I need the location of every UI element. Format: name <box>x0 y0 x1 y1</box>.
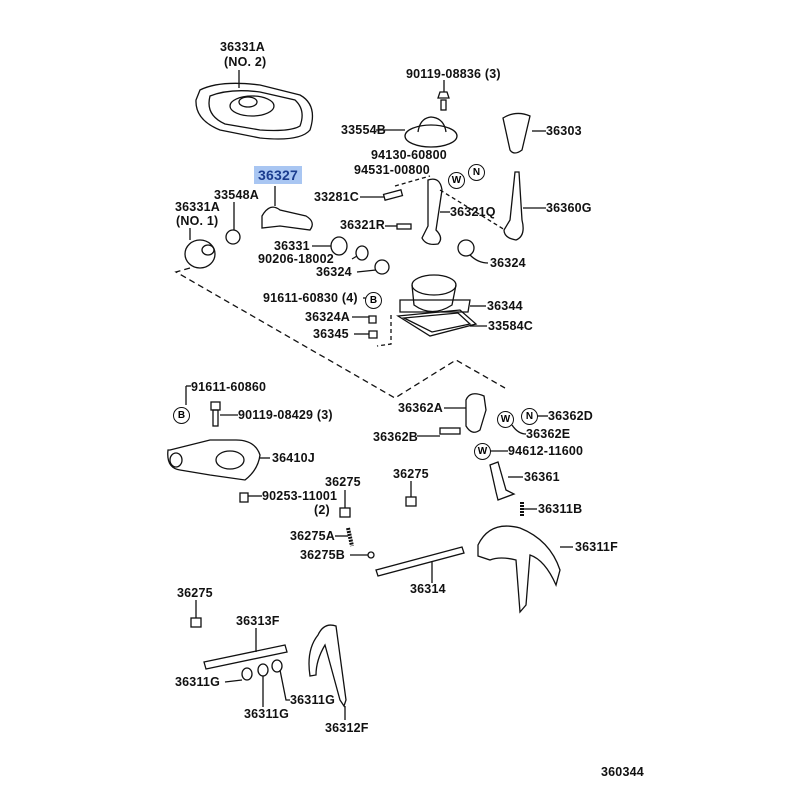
part-label[interactable]: 36313F <box>236 614 280 628</box>
part-label[interactable]: 36324 <box>490 256 526 270</box>
part-label[interactable]: 33281C <box>314 190 359 204</box>
diagram-id: 360344 <box>601 765 644 779</box>
symbol-w-icon: W <box>497 411 514 428</box>
part-label[interactable]: 36410J <box>272 451 315 465</box>
part-label[interactable]: 36362D <box>548 409 593 423</box>
shift-fork-shaft <box>375 546 465 577</box>
part-label[interactable]: 36324 <box>316 265 352 279</box>
part-label[interactable]: 36311G <box>175 675 220 689</box>
part-note: (2) <box>314 503 330 517</box>
part-label[interactable]: 36275 <box>393 467 429 481</box>
symbol-b-icon: B <box>365 292 382 309</box>
symbol-b-icon: B <box>173 407 190 424</box>
part-label[interactable]: 36275 <box>177 586 213 600</box>
part-label[interactable]: 36362B <box>373 430 418 444</box>
shift-head <box>465 393 487 433</box>
part-label[interactable]: 36345 <box>313 327 349 341</box>
shift-lever-retainer <box>167 439 261 481</box>
part-label[interactable]: 90253-11001 <box>262 489 338 503</box>
part-label[interactable]: 36331A <box>220 40 265 54</box>
shift-lever-shaft <box>261 206 313 231</box>
part-label[interactable]: 90119-08429 (3) <box>238 408 333 422</box>
part-label[interactable]: 94612-11600 <box>508 444 584 458</box>
part-label[interactable]: 33554B <box>341 123 386 137</box>
part-label[interactable]: 33548A <box>214 188 259 202</box>
shift-inner-lever <box>489 461 516 501</box>
symbol-w-icon: W <box>474 443 491 460</box>
part-label[interactable]: 36324A <box>305 310 350 324</box>
part-label[interactable]: 36344 <box>487 299 523 313</box>
part-label[interactable]: 33584C <box>488 319 533 333</box>
shift-lever <box>503 171 524 241</box>
shift-fork-1 <box>477 525 561 614</box>
part-label[interactable]: 36311B <box>538 502 583 516</box>
part-label[interactable]: 36275B <box>300 548 345 562</box>
shift-fork-2 <box>308 624 347 708</box>
shift-lever-boot-no2 <box>195 70 314 140</box>
part-note: (NO. 1) <box>176 214 219 228</box>
part-label[interactable]: 90119-08836 (3) <box>406 67 501 81</box>
part-label[interactable]: 91611-60830 (4) <box>263 291 358 305</box>
part-label[interactable]: 36311F <box>575 540 618 554</box>
part-label[interactable]: 36360G <box>546 201 592 215</box>
part-label[interactable]: 94130-60800 <box>371 148 447 162</box>
part-label[interactable]: 36311G <box>244 707 289 721</box>
shift-lever-housing <box>396 274 487 337</box>
symbol-n-icon: N <box>521 408 538 425</box>
highlighted-part-label[interactable]: 36327 <box>254 166 302 184</box>
part-label[interactable]: 36331A <box>175 200 220 214</box>
part-label[interactable]: 36275A <box>290 529 335 543</box>
part-label[interactable]: 36311G <box>290 693 335 707</box>
shift-fork-shaft-2 <box>203 644 288 670</box>
part-label[interactable]: 36314 <box>410 582 446 596</box>
symbol-w-icon: W <box>448 172 465 189</box>
part-label[interactable]: 36321Q <box>450 205 496 219</box>
part-note: (NO. 2) <box>224 55 267 69</box>
lever-retainer-cover <box>376 80 458 148</box>
part-label[interactable]: 36303 <box>546 124 582 138</box>
part-label[interactable]: 91611-60860 <box>191 380 267 394</box>
part-label[interactable]: 36275 <box>325 475 361 489</box>
part-label[interactable]: 36361 <box>524 470 560 484</box>
part-label[interactable]: 94531-00800 <box>354 163 430 177</box>
part-label[interactable]: 36312F <box>325 721 369 735</box>
part-label[interactable]: 36331 <box>274 239 310 253</box>
shift-knob <box>502 112 531 154</box>
part-label[interactable]: 90206-18002 <box>258 252 334 266</box>
symbol-n-icon: N <box>468 164 485 181</box>
shift-lever-arm <box>421 178 443 246</box>
part-label[interactable]: 36321R <box>340 218 385 232</box>
part-label[interactable]: 36362E <box>526 427 571 441</box>
part-label[interactable]: 36362A <box>398 401 443 415</box>
